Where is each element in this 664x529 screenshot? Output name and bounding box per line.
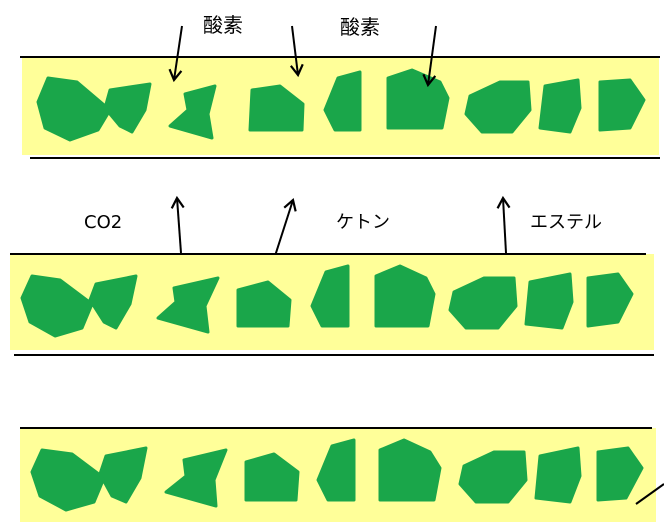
- particle: [596, 446, 644, 502]
- particle: [586, 272, 634, 328]
- particle: [236, 280, 292, 328]
- ketone-label: ケトン: [336, 212, 390, 233]
- particle: [458, 450, 528, 504]
- release-arrows: [170, 195, 511, 257]
- band-3: [20, 427, 664, 522]
- oxygen-arrow-3: [422, 25, 437, 88]
- ketone-arrow: [274, 197, 297, 257]
- oxygen-arrows: [168, 25, 437, 88]
- oxygen-arrow-2: [289, 25, 304, 78]
- particle: [448, 276, 518, 330]
- particle: [98, 446, 148, 504]
- particle: [248, 84, 305, 132]
- band-3-corner-line: [635, 483, 664, 505]
- particle: [598, 78, 646, 132]
- ester-label: エステル: [530, 212, 602, 233]
- particle: [464, 80, 532, 134]
- particle: [323, 70, 362, 132]
- particle: [156, 276, 220, 334]
- particle: [316, 438, 356, 502]
- band-2: [10, 253, 654, 356]
- co2-arrow: [170, 195, 185, 254]
- oxygen-arrow-1: [168, 25, 183, 83]
- particle: [168, 84, 217, 140]
- particle: [244, 452, 300, 502]
- particle: [30, 448, 106, 512]
- particle: [88, 274, 138, 330]
- particle: [538, 78, 582, 134]
- particle: [103, 82, 152, 134]
- particle: [378, 438, 442, 502]
- co2-label: CO2: [84, 212, 122, 233]
- particle: [36, 76, 112, 142]
- band-1-particles: [36, 68, 646, 142]
- ester-arrow: [496, 195, 511, 254]
- oxygen-label-2: 酸素: [340, 15, 380, 39]
- particle: [534, 446, 582, 504]
- particle: [374, 264, 436, 328]
- band-1: [20, 56, 660, 159]
- oxygen-label-1: 酸素: [203, 13, 243, 37]
- particle: [310, 264, 350, 328]
- band-2-particles: [20, 264, 634, 338]
- particle: [20, 274, 94, 338]
- particle: [524, 272, 574, 330]
- band-3-particles: [30, 438, 644, 512]
- particle: [164, 448, 228, 508]
